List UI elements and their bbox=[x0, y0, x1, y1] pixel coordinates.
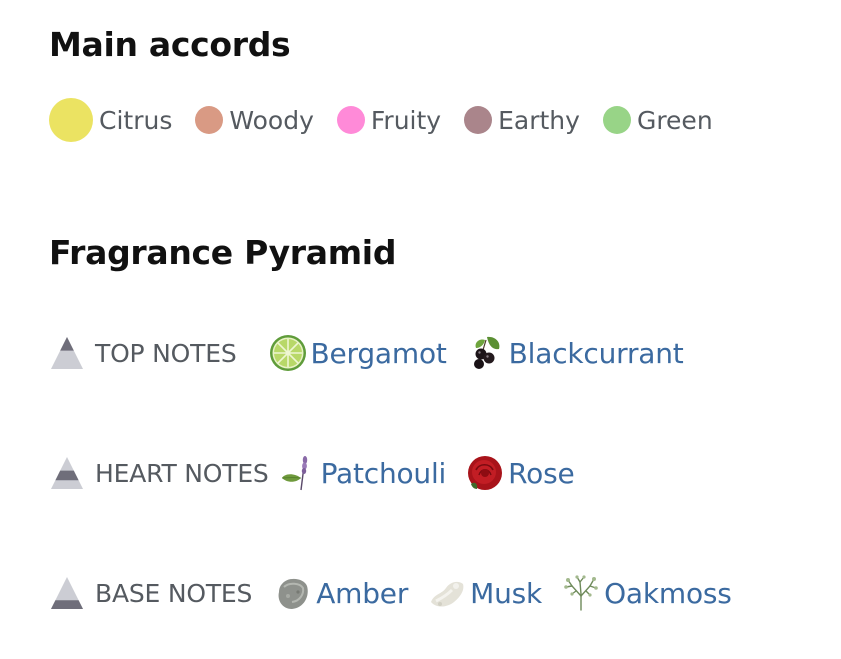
note-name: Bergamot bbox=[310, 336, 447, 370]
note-patchouli[interactable]: Patchouli bbox=[279, 454, 447, 492]
rose-icon bbox=[468, 456, 503, 490]
green-color-dot bbox=[602, 106, 631, 134]
pyramid-base-tier-icon bbox=[51, 577, 83, 609]
accord-label: Citrus bbox=[99, 105, 173, 135]
oakmoss-icon bbox=[564, 575, 598, 611]
note-name: Oakmoss bbox=[604, 576, 732, 610]
pyramid-top-tier-icon bbox=[51, 337, 83, 369]
note-blackcurrant[interactable]: Blackcurrant bbox=[467, 334, 684, 372]
note-oakmoss[interactable]: Oakmoss bbox=[562, 574, 732, 612]
fruity-color-dot bbox=[336, 106, 365, 134]
musk-powder-icon bbox=[431, 581, 464, 607]
amber-stone-icon bbox=[278, 578, 308, 609]
accord-citrus: Citrus bbox=[49, 98, 172, 142]
pyramid-heart-tier-icon bbox=[51, 457, 83, 489]
earthy-color-dot bbox=[464, 106, 493, 134]
note-amber[interactable]: Amber bbox=[274, 574, 408, 612]
accord-woody: Woody bbox=[195, 106, 314, 135]
accord-label: Fruity bbox=[370, 105, 442, 135]
accord-label: Woody bbox=[229, 105, 314, 135]
note-bergamot[interactable]: Bergamot bbox=[269, 334, 447, 372]
fragrance-pyramid-title: Fragrance Pyramid bbox=[49, 233, 397, 272]
woody-color-dot bbox=[195, 106, 224, 134]
note-name: Amber bbox=[316, 576, 409, 610]
patchouli-leaf-icon bbox=[281, 456, 307, 491]
main-accords-title: Main accords bbox=[49, 25, 291, 64]
lime-slice-icon bbox=[269, 335, 306, 371]
citrus-color-dot bbox=[49, 98, 93, 142]
blackcurrant-icon bbox=[473, 336, 500, 369]
accord-green: Green bbox=[602, 105, 713, 135]
accord-earthy: Earthy bbox=[464, 106, 580, 135]
note-name: Rose bbox=[508, 456, 575, 490]
note-musk[interactable]: Musk bbox=[428, 574, 542, 612]
top-notes-label: TOP NOTES bbox=[95, 338, 237, 368]
heart-notes-label: HEART NOTES bbox=[95, 458, 269, 488]
note-name: Musk bbox=[470, 576, 543, 610]
note-name: Patchouli bbox=[320, 456, 447, 490]
accord-label: Earthy bbox=[498, 105, 580, 135]
accord-fruity: Fruity bbox=[336, 105, 442, 135]
accord-label: Green bbox=[636, 105, 713, 135]
heart-notes-row: HEART NOTES Patchouli Rose bbox=[49, 450, 594, 496]
base-notes-row: BASE NOTES Amber Musk bbox=[49, 570, 752, 616]
note-name: Blackcurrant bbox=[508, 336, 684, 370]
base-notes-label: BASE NOTES bbox=[95, 578, 253, 608]
top-notes-row: TOP NOTES Bergamot Blackcur bbox=[49, 330, 704, 376]
note-rose[interactable]: Rose bbox=[466, 454, 575, 492]
accords-list: Citrus Woody Fruity Earthy Green bbox=[49, 98, 736, 142]
